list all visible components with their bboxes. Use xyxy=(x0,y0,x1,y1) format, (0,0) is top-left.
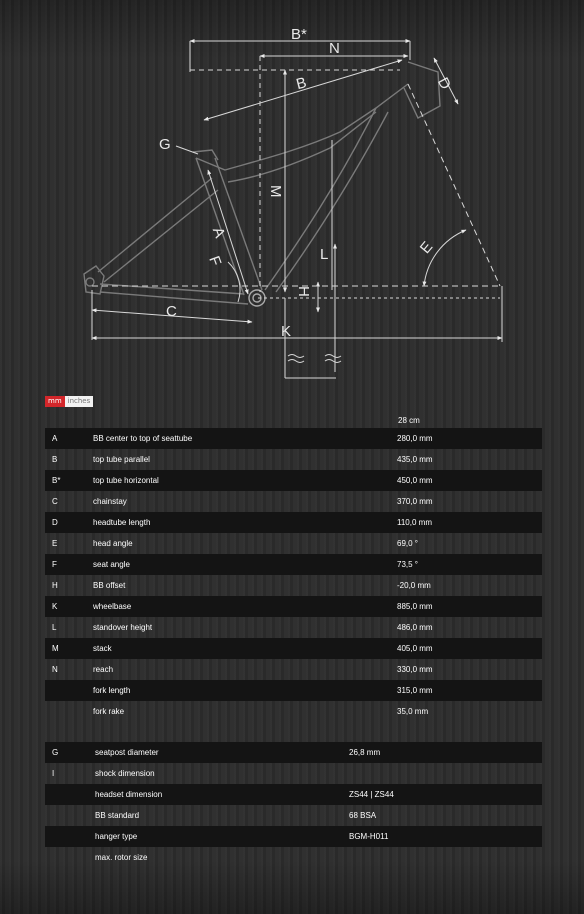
row-name: headtube length xyxy=(93,518,151,527)
label-g: G xyxy=(159,136,171,153)
diagram-labels: B* N B D G M A F E L H C K xyxy=(159,26,454,340)
row-value: 110,0 mm xyxy=(397,518,432,527)
unit-toggle[interactable]: mm inches xyxy=(45,396,94,407)
row-value: 450,0 mm xyxy=(397,476,433,485)
row-value: 405,0 mm xyxy=(397,644,433,653)
row-value: ZS44 | ZS44 xyxy=(349,790,394,799)
label-m: M xyxy=(267,185,284,198)
row-value: 315,0 mm xyxy=(397,686,433,695)
row-value: 370,0 mm xyxy=(397,497,433,506)
row-name: chainstay xyxy=(93,497,127,506)
table-row: B* top tube horizontal 450,0 mm xyxy=(45,470,542,491)
label-l: L xyxy=(320,246,328,263)
row-key: N xyxy=(52,665,58,674)
row-value: 73,5 ° xyxy=(397,560,418,569)
row-value: 68 BSA xyxy=(349,811,377,820)
row-value: 280,0 mm xyxy=(397,434,433,443)
label-c: C xyxy=(166,303,177,320)
row-key: D xyxy=(52,518,58,527)
row-value: 35,0 mm xyxy=(397,707,429,716)
row-value: 885,0 mm xyxy=(397,602,433,611)
row-key: B xyxy=(52,455,58,464)
row-name: stack xyxy=(93,644,112,653)
label-k: K xyxy=(281,323,291,340)
row-name: hanger type xyxy=(95,832,138,841)
row-key: H xyxy=(52,581,58,590)
row-value: 26,8 mm xyxy=(349,748,381,757)
frame-geometry-diagram: B* N B D G M A F E L H C K xyxy=(83,26,503,379)
row-value: 69,0 ° xyxy=(397,539,418,548)
label-a: A xyxy=(209,225,228,240)
dimension-lines xyxy=(91,39,503,379)
table-row: headset dimension ZS44 | ZS44 xyxy=(45,784,542,805)
label-n: N xyxy=(329,40,340,57)
table-row: H BB offset -20,0 mm xyxy=(45,575,542,596)
row-name: max. rotor size xyxy=(95,853,148,862)
row-value: -20,0 mm xyxy=(397,581,431,590)
row-name: seatpost diameter xyxy=(95,748,159,757)
row-key: L xyxy=(52,623,57,632)
row-value: 486,0 mm xyxy=(397,623,433,632)
frame-outline xyxy=(83,61,441,307)
row-value: 330,0 mm xyxy=(397,665,433,674)
row-name: wheelbase xyxy=(93,602,132,611)
label-h: H xyxy=(295,286,312,297)
table-row: hanger type BGM-H011 xyxy=(45,826,542,847)
row-name: standover height xyxy=(93,623,153,632)
frame-size-header: 28 cm xyxy=(398,416,420,425)
row-key: G xyxy=(52,748,59,757)
table-row: BB standard 68 BSA xyxy=(45,805,542,826)
row-value: BGM-H011 xyxy=(349,832,389,841)
row-key: B* xyxy=(52,476,61,485)
label-f: F xyxy=(205,254,224,268)
row-name: seat angle xyxy=(93,560,130,569)
row-key: M xyxy=(52,644,59,653)
row-key: I xyxy=(52,769,55,778)
row-key: K xyxy=(52,602,58,611)
unit-inches-button[interactable]: inches xyxy=(64,396,94,407)
row-name: top tube parallel xyxy=(93,455,150,464)
label-b-star: B* xyxy=(291,26,307,43)
row-value: 435,0 mm xyxy=(397,455,433,464)
row-name: reach xyxy=(93,665,114,674)
row-key: E xyxy=(52,539,58,548)
row-name: BB center to top of seattube xyxy=(93,434,193,443)
row-name: head angle xyxy=(93,539,133,548)
row-name: shock dimension xyxy=(95,769,155,778)
table-row: A BB center to top of seattube 280,0 mm xyxy=(45,428,542,449)
row-key: C xyxy=(52,497,58,506)
row-name: BB standard xyxy=(95,811,140,820)
row-name: top tube horizontal xyxy=(93,476,159,485)
table-row: max. rotor size xyxy=(45,847,542,868)
unit-mm-button[interactable]: mm xyxy=(45,396,65,407)
row-name: fork length xyxy=(93,686,131,695)
row-key: A xyxy=(52,434,58,443)
row-name: BB offset xyxy=(93,581,126,590)
row-name: headset dimension xyxy=(95,790,163,799)
row-name: fork rake xyxy=(93,707,125,716)
label-e: E xyxy=(417,238,436,257)
label-b: B xyxy=(294,74,308,93)
table-row: fork length 315,0 mm xyxy=(45,680,542,701)
row-key: F xyxy=(52,560,57,569)
table-row: fork rake 35,0 mm xyxy=(45,701,542,722)
